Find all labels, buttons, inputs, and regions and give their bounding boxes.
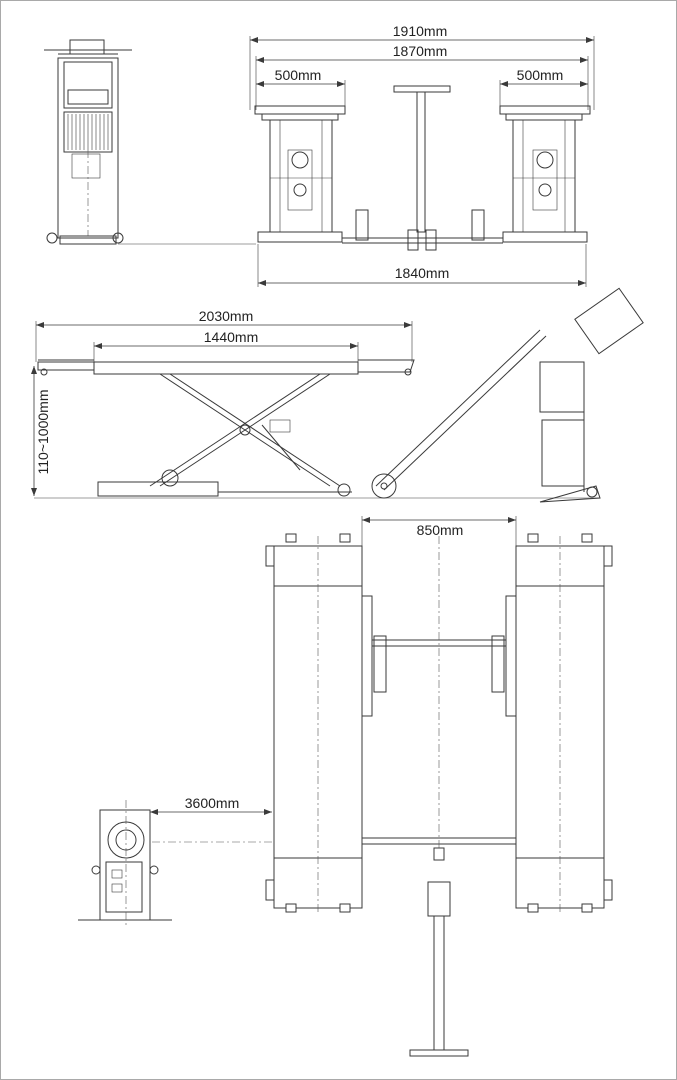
lift-side-view — [34, 287, 644, 503]
dim-base-width: 1840mm — [395, 265, 449, 281]
dim-control-distance: 3600mm — [185, 795, 239, 811]
dim-platform-length: 2030mm — [199, 308, 253, 324]
plan-view-dimensions — [150, 516, 517, 815]
dim-pad-width-right: 500mm — [517, 67, 564, 83]
front-view-dimensions — [249, 36, 595, 287]
dim-platform-gap: 850mm — [417, 522, 464, 538]
control-unit-side-view — [44, 39, 256, 245]
dim-inner-length: 1440mm — [204, 329, 258, 345]
dim-overall-width-2: 1870mm — [393, 43, 447, 59]
lift-plan-view — [78, 533, 613, 1057]
dim-lift-height: 110~1000mm — [35, 390, 51, 475]
lift-front-view — [254, 85, 591, 251]
dim-pad-width-left: 500mm — [275, 67, 322, 83]
side-view-dimensions — [31, 321, 413, 496]
dim-overall-width-1: 1910mm — [393, 23, 447, 39]
